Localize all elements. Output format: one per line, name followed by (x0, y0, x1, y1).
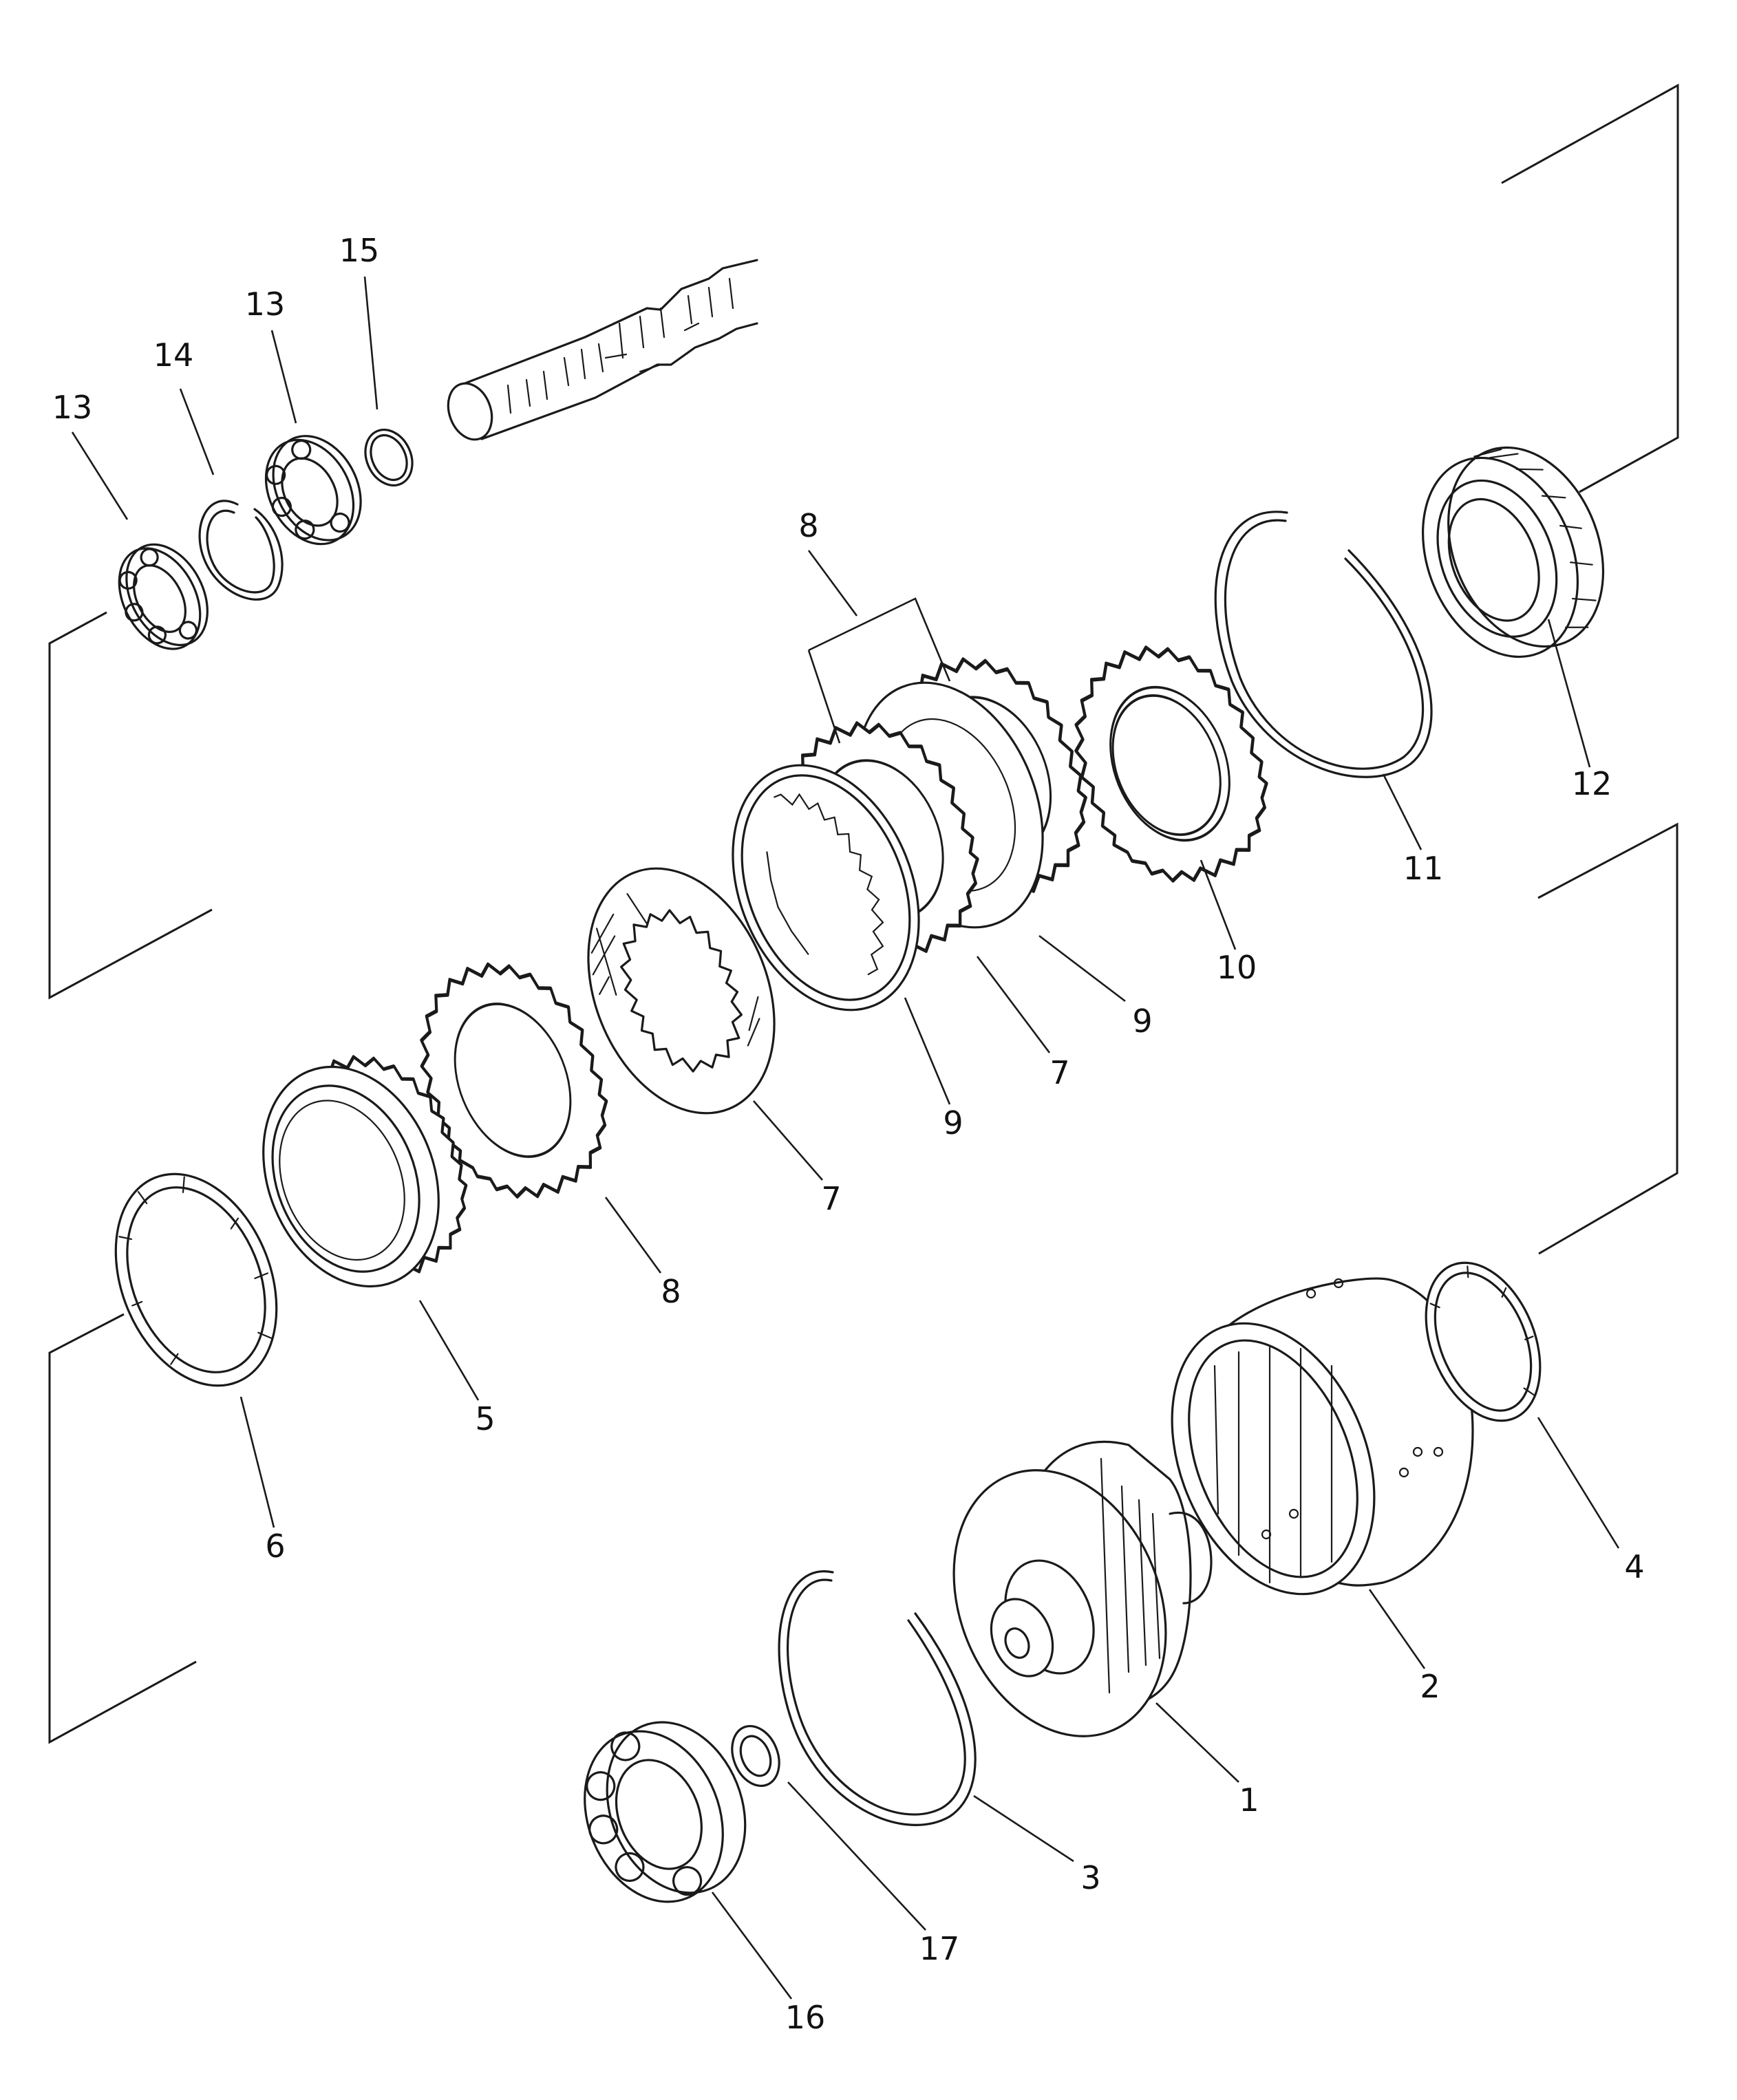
leader-6 (239, 1396, 275, 1528)
leader-15 (363, 276, 379, 410)
leader-13-middle (270, 330, 297, 424)
leader-2 (1368, 1589, 1426, 1669)
label-6: 6 (265, 1528, 285, 1565)
clutch-drum-2 (1171, 1277, 1474, 1596)
label-8-top: 8 (798, 507, 818, 544)
label-9-lower: 9 (943, 1104, 963, 1142)
label-5: 5 (475, 1400, 495, 1437)
label-7-lower: 7 (821, 1180, 841, 1217)
piston-gear-5 (232, 1031, 493, 1313)
leader-13-left (71, 431, 129, 520)
snap-ring-14 (198, 500, 284, 601)
thrust-washer-4 (1425, 1261, 1542, 1422)
label-1: 1 (1239, 1781, 1259, 1819)
splined-shaft (447, 259, 758, 441)
label-17: 17 (919, 1930, 960, 1967)
label-8-lower: 8 (661, 1273, 681, 1310)
bracket-lower-left (48, 1313, 197, 1744)
part-number-labels: 13 14 13 15 8 12 11 10 9 7 9 7 8 5 6 4 2… (52, 232, 1645, 2036)
leader-9-lower (904, 997, 951, 1105)
label-13-left: 13 (52, 389, 93, 426)
label-10: 10 (1217, 949, 1257, 986)
hub-gear-12 (1421, 446, 1605, 658)
label-2: 2 (1420, 1668, 1440, 1705)
phantom-bracket-lines (48, 83, 1679, 1744)
snap-ring-11 (1214, 511, 1433, 778)
label-3: 3 (1080, 1859, 1100, 1896)
bracket-upper-right (1501, 83, 1679, 493)
bearing-13-left (118, 543, 209, 650)
hub-1 (952, 1440, 1213, 1737)
bearing-13-middle (264, 435, 362, 546)
gear-plate-8-lower (390, 937, 635, 1223)
leader-16 (711, 1892, 793, 2000)
leader-12 (1547, 619, 1591, 768)
leader-8-stem (807, 550, 858, 617)
label-4: 4 (1624, 1548, 1644, 1585)
leader-4 (1537, 1417, 1620, 1549)
leader-8-bracket-left (808, 597, 951, 682)
snap-ring-15 (364, 429, 414, 486)
label-14: 14 (153, 336, 194, 374)
leader-8-lower (604, 1197, 662, 1274)
label-13-middle: 13 (245, 286, 286, 323)
ring-6 (114, 1172, 278, 1387)
leader-7-upper (976, 956, 1051, 1053)
friction-plate-9-lower (732, 764, 920, 1011)
leader-3 (973, 1794, 1074, 1863)
leader-17 (787, 1781, 926, 1931)
gear-plate-10 (1045, 620, 1296, 908)
leader-11 (1382, 773, 1422, 850)
leader-8-bracket-right (807, 650, 841, 744)
washer-17 (731, 1724, 780, 1788)
label-15: 15 (339, 232, 380, 269)
label-11: 11 (1403, 850, 1444, 887)
leader-lines (71, 276, 1620, 2000)
leader-9-upper (1038, 934, 1126, 1003)
leader-14 (179, 388, 215, 475)
label-16: 16 (785, 1999, 826, 2036)
bracket-upper-left (48, 611, 213, 1000)
label-9-upper: 9 (1132, 1003, 1152, 1040)
leader-1 (1155, 1702, 1239, 1783)
bearing-16 (584, 1721, 747, 1903)
label-7-upper: 7 (1049, 1054, 1069, 1091)
bracket-lower-right (1537, 822, 1679, 1255)
label-12: 12 (1572, 765, 1612, 802)
leader-5 (418, 1300, 480, 1401)
leader-7-lower (753, 1100, 823, 1181)
separator-plate-7-lower (587, 867, 776, 1115)
leader-10 (1200, 859, 1237, 950)
snap-ring-3 (778, 1570, 977, 1826)
